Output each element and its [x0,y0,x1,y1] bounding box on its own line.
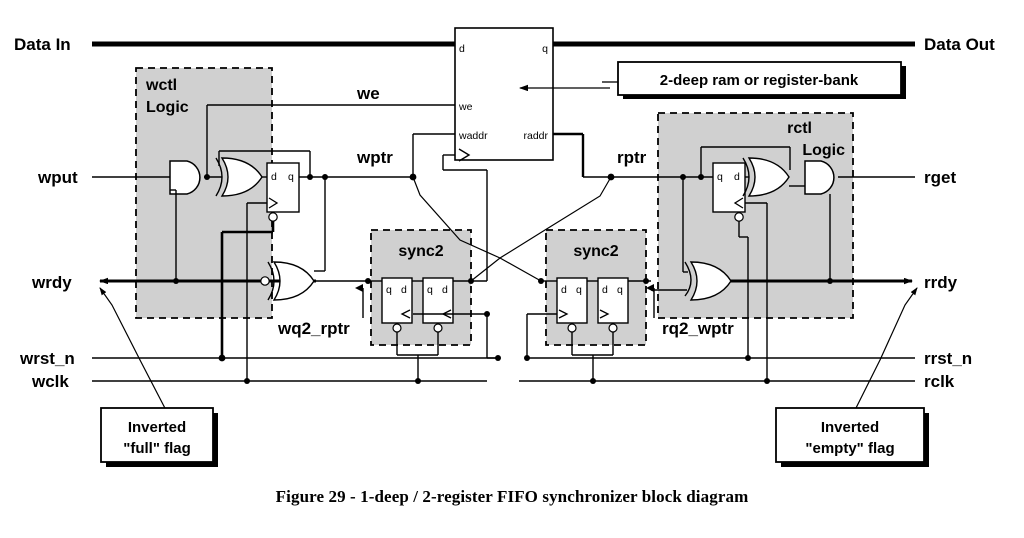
sync2-right-title: sync2 [573,243,618,260]
wctl-title-line1: wctl [145,77,177,94]
full-flag-callout [100,407,218,467]
wctl-and-gate [169,160,201,195]
wctl-xor-gate [215,157,263,197]
wctl-logic-block [135,67,273,319]
ram-note-text: 2-deep ram or register-bank [660,72,859,89]
sync2-left-ff1 [381,277,413,333]
sync2-l-ff2-pin-q: q [427,284,433,296]
label-wq2-rptr: wq2_rptr [277,319,350,338]
label-we: we [356,84,380,103]
empty-flag-line1: Inverted [821,419,879,436]
sync2-left-title: sync2 [398,243,443,260]
label-rrdy: rrdy [924,273,958,292]
rctl-title-line1: rctl [787,120,812,137]
figure-caption: Figure 29 - 1-deep / 2-register FIFO syn… [275,487,749,506]
empty-flag-leader [852,287,918,415]
ram-note-callout [617,61,906,99]
rctl-and-gate [804,160,835,195]
label-wrdy: wrdy [31,273,72,292]
sync2-r-ff1-pin-q: q [576,284,582,296]
label-data-in: Data In [14,35,71,54]
ram-pin-waddr: waddr [458,130,488,142]
label-wclk: wclk [31,372,69,391]
rctl-internal-wires [611,146,860,384]
label-wput: wput [37,168,78,187]
sync2-l-ff2-pin-d: d [442,284,448,296]
ram-pin-d: d [459,43,465,55]
sync2-left-wires [355,278,501,384]
sync2-r-ff1-pin-d: d [561,284,567,296]
rctl-xor-bottom-gate [684,261,732,301]
wctl-xnor-gate [260,261,315,301]
wctl-ff-pin-d: d [271,171,277,183]
sync2-l-ff1-pin-q: q [386,284,392,296]
ram-waddr-wire [412,133,455,177]
full-flag-leader [99,287,169,415]
label-wrst-n: wrst_n [19,349,75,368]
rctl-ff-pin-d: d [734,171,740,183]
label-rptr: rptr [617,148,647,167]
ram-pin-raddr: raddr [523,130,548,142]
rctl-flipflop [712,162,746,222]
label-rclk: rclk [924,372,955,391]
ram-raddr-wire [553,132,611,178]
wctl-ff-pin-q: q [288,171,294,183]
ram-pin-we: we [458,101,473,113]
label-rrst-n: rrst_n [924,349,972,368]
wctl-title-line2: Logic [146,99,189,116]
sync2-right-ff1 [556,277,588,333]
sync2-right-wires [524,278,655,384]
sync2-left-ff2 [422,277,454,333]
full-flag-line1: Inverted [128,419,186,436]
ram-block [454,27,610,162]
ram-clk-wire [442,154,488,281]
empty-flag-callout [775,407,929,467]
empty-flag-line2: "empty" flag [805,440,894,457]
ram-pin-q: q [542,43,548,55]
label-rget: rget [924,168,956,187]
sync2-l-ff1-pin-d: d [401,284,407,296]
sync2-r-ff2-pin-q: q [617,284,623,296]
wctl-flipflop [266,162,300,222]
label-rq2-wptr: rq2_wptr [662,319,734,338]
label-wptr: wptr [356,148,393,167]
wctl-internal-wires [170,104,455,384]
rctl-ff-pin-q: q [717,171,723,183]
sync2-r-ff2-pin-d: d [602,284,608,296]
rctl-xnor-top-gate [742,157,790,197]
full-flag-line2: "full" flag [123,440,191,457]
rctl-title-line2: Logic [802,142,845,159]
label-data-out: Data Out [924,35,995,54]
sync2-right-ff2 [597,277,629,333]
sync2-left-block [370,229,472,346]
